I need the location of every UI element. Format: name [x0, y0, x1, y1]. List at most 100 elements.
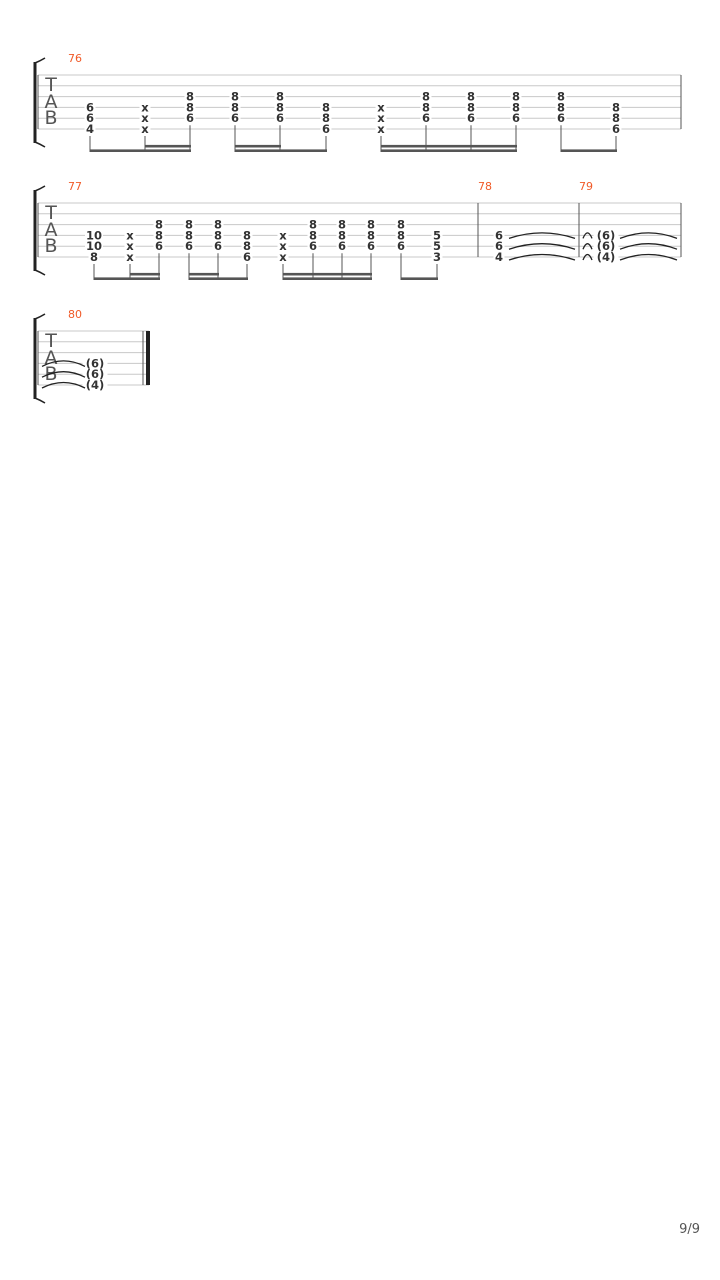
fret-number: 6 [322, 122, 330, 136]
note-beam [283, 272, 372, 276]
tie-arc [41, 381, 86, 389]
tab-clef-letter: B [44, 107, 57, 129]
tie-arc [508, 232, 576, 240]
fret-knockout [465, 91, 477, 103]
fret-number: 10 [86, 228, 102, 242]
fret-knockout [277, 251, 289, 263]
measure-number: 80 [68, 308, 82, 321]
fret-knockout [183, 229, 195, 241]
fret-number: (6) [86, 367, 105, 381]
fret-number: 6 [495, 239, 503, 253]
fret-knockout [395, 219, 407, 231]
note-beam [235, 144, 281, 148]
fret-number: 3 [433, 250, 441, 264]
fret-knockout [229, 101, 241, 113]
fret-number: 6 [557, 111, 565, 125]
fret-number: 6 [467, 111, 475, 125]
measure-number: 79 [579, 180, 593, 193]
fret-number: 6 [186, 111, 194, 125]
fret-number: 8 [214, 218, 222, 232]
fret-knockout [510, 112, 522, 124]
fret-knockout [153, 229, 165, 241]
fret-knockout [241, 251, 253, 263]
fret-number: 8 [90, 250, 98, 264]
fret-number: 8 [309, 218, 317, 232]
tab-system: TAB7710108xxx886886886886xxx886886886886… [33, 180, 682, 280]
tie-arc [41, 371, 86, 378]
fret-number: 5 [433, 239, 441, 253]
fret-number: 8 [397, 228, 405, 242]
fret-number: 8 [243, 239, 251, 253]
fret-number: 8 [322, 111, 330, 125]
fret-number: 8 [231, 90, 239, 104]
fret-number: x [279, 250, 287, 264]
fret-number: 6 [155, 239, 163, 253]
bracket-top-hook [34, 185, 46, 192]
fret-knockout [183, 240, 195, 252]
fret-knockout [184, 91, 196, 103]
fret-knockout [124, 251, 136, 263]
fret-knockout [84, 112, 96, 124]
note-beam [283, 277, 372, 280]
fret-knockout [124, 240, 136, 252]
fret-number: 8 [338, 228, 346, 242]
fret-number: x [141, 111, 149, 125]
fret-number: x [126, 228, 134, 242]
tab-clef-letter: T [44, 330, 57, 352]
fret-knockout [510, 101, 522, 113]
fret-number: 8 [367, 218, 375, 232]
fret-number: (4) [86, 378, 105, 392]
fret-number: 8 [214, 228, 222, 242]
fret-number: 8 [309, 228, 317, 242]
fret-knockout [555, 101, 567, 113]
measure-number: 76 [68, 52, 82, 65]
fret-knockout [365, 240, 377, 252]
fret-number: (4) [597, 250, 616, 264]
fret-knockout [88, 251, 100, 263]
fret-number: 6 [243, 250, 251, 264]
fret-knockout [395, 229, 407, 241]
tab-clef-letter: T [44, 202, 57, 224]
fret-knockout [153, 240, 165, 252]
fret-number: x [279, 228, 287, 242]
fret-knockout [229, 112, 241, 124]
fret-number: 8 [322, 100, 330, 114]
fret-knockout [420, 91, 432, 103]
fret-number: x [126, 250, 134, 264]
note-beam [189, 272, 219, 276]
fret-number: 8 [612, 100, 620, 114]
bracket-bottom-hook [34, 141, 46, 148]
fret-knockout [431, 251, 443, 263]
fret-knockout [395, 240, 407, 252]
tab-clef-letter: B [44, 235, 57, 257]
fret-knockout [241, 240, 253, 252]
fret-number: 5 [433, 228, 441, 242]
fret-number: 8 [467, 90, 475, 104]
tie-arc [508, 243, 576, 250]
fret-number: (6) [86, 356, 105, 370]
fret-number: 8 [512, 90, 520, 104]
tie-arc [582, 253, 593, 261]
fret-knockout [365, 229, 377, 241]
tab-clef-letter: A [45, 91, 58, 113]
fret-knockout [274, 101, 286, 113]
fret-knockout [375, 123, 387, 135]
fret-knockout [85, 229, 103, 241]
fret-knockout [183, 219, 195, 231]
fret-number: 6 [397, 239, 405, 253]
fret-knockout [307, 229, 319, 241]
note-beam [94, 277, 160, 280]
fret-knockout [375, 101, 387, 113]
fret-number: 6 [276, 111, 284, 125]
fret-knockout [336, 240, 348, 252]
note-beam [189, 277, 248, 280]
tie-arc [582, 232, 593, 239]
fret-knockout [184, 101, 196, 113]
bracket-bottom-hook [34, 397, 46, 404]
fret-knockout [307, 219, 319, 231]
fret-knockout [493, 229, 505, 241]
fret-knockout [139, 101, 151, 113]
fret-number: x [377, 122, 385, 136]
fret-knockout [465, 101, 477, 113]
fret-number: 8 [422, 100, 430, 114]
